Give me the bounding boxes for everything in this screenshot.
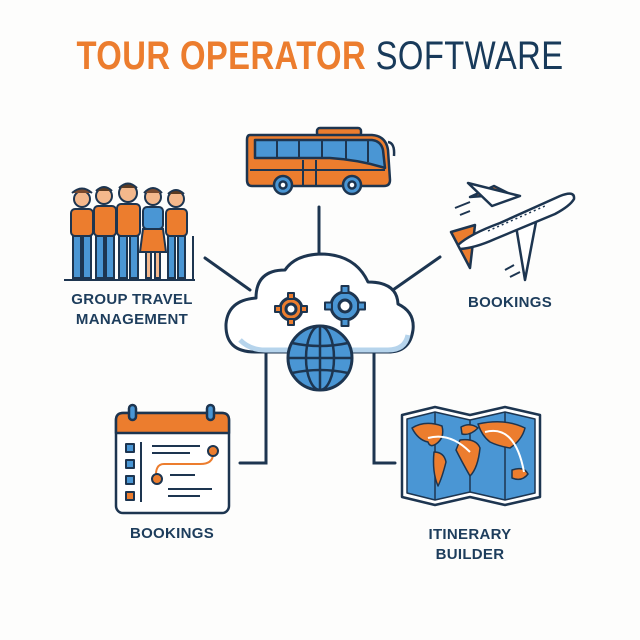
connector-lines bbox=[203, 205, 442, 465]
label-line: BUILDER bbox=[435, 546, 505, 563]
cloud-gears-globe-icon bbox=[224, 252, 415, 392]
airplane-icon bbox=[449, 181, 576, 282]
calendar-icon bbox=[114, 403, 231, 515]
world-map-icon bbox=[400, 405, 542, 507]
label-calendar-bookings: BOOKINGS bbox=[129, 525, 215, 542]
page-title: TOUR OPERATOR SOFTWARE bbox=[58, 34, 583, 79]
travel-group-icon bbox=[64, 182, 195, 281]
label-itinerary-builder: ITINERARY BUILDER bbox=[410, 525, 530, 565]
label-line: MANAGEMENT bbox=[75, 311, 189, 328]
title-part-2: SOFTWARE bbox=[375, 34, 564, 78]
label-line: GROUP TRAVEL bbox=[71, 291, 193, 308]
label-flight-bookings: BOOKINGS bbox=[467, 294, 553, 311]
label-line: ITINERARY bbox=[428, 526, 512, 543]
bus-icon bbox=[245, 126, 396, 196]
label-group-travel: GROUP TRAVEL MANAGEMENT bbox=[52, 290, 212, 330]
title-part-1: TOUR OPERATOR bbox=[76, 34, 367, 78]
